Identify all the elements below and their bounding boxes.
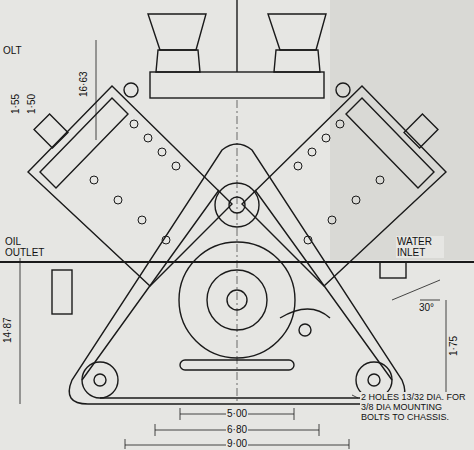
bolt-head: [172, 162, 180, 170]
bolt-head: [162, 236, 170, 244]
dimension-label: 14·87: [2, 316, 13, 344]
bolt-head: [294, 162, 302, 170]
right-bank: [242, 86, 446, 286]
bolt-head: [352, 196, 360, 204]
bolt-head: [90, 176, 98, 184]
dimension-label: 1·50: [26, 93, 37, 115]
dimension-label: WATER INLET: [396, 236, 444, 258]
dimension-label: 6·80: [226, 424, 248, 435]
bolt-head: [328, 216, 336, 224]
bolt-head: [138, 216, 146, 224]
dimension-label: 5·00: [226, 408, 248, 419]
bolt-head: [130, 120, 138, 128]
dimension-label: 1·75: [448, 335, 459, 357]
bolt-head: [308, 148, 316, 156]
bolt-head: [114, 196, 122, 204]
intake-trumpet: [148, 14, 206, 50]
dimension-label: 30°: [418, 302, 435, 313]
intake-trumpet: [268, 14, 326, 50]
dimension-label: OLT: [2, 45, 23, 56]
bolt-head: [158, 148, 166, 156]
dimension-label: 1·55: [10, 93, 21, 115]
bolt-head: [304, 236, 312, 244]
dimension-label: OIL OUTLET: [4, 236, 46, 258]
bolt-head: [376, 176, 384, 184]
bolt-head: [336, 120, 344, 128]
dimension-label: 2 HOLES 13/32 DIA. FOR 3/8 DIA MOUNTING …: [360, 392, 470, 422]
dimension-label: 16·63: [78, 70, 89, 98]
bolt-head: [144, 134, 152, 142]
left-bank: [28, 86, 232, 286]
dimension-label: 9·00: [226, 438, 248, 449]
bolt-head: [322, 134, 330, 142]
